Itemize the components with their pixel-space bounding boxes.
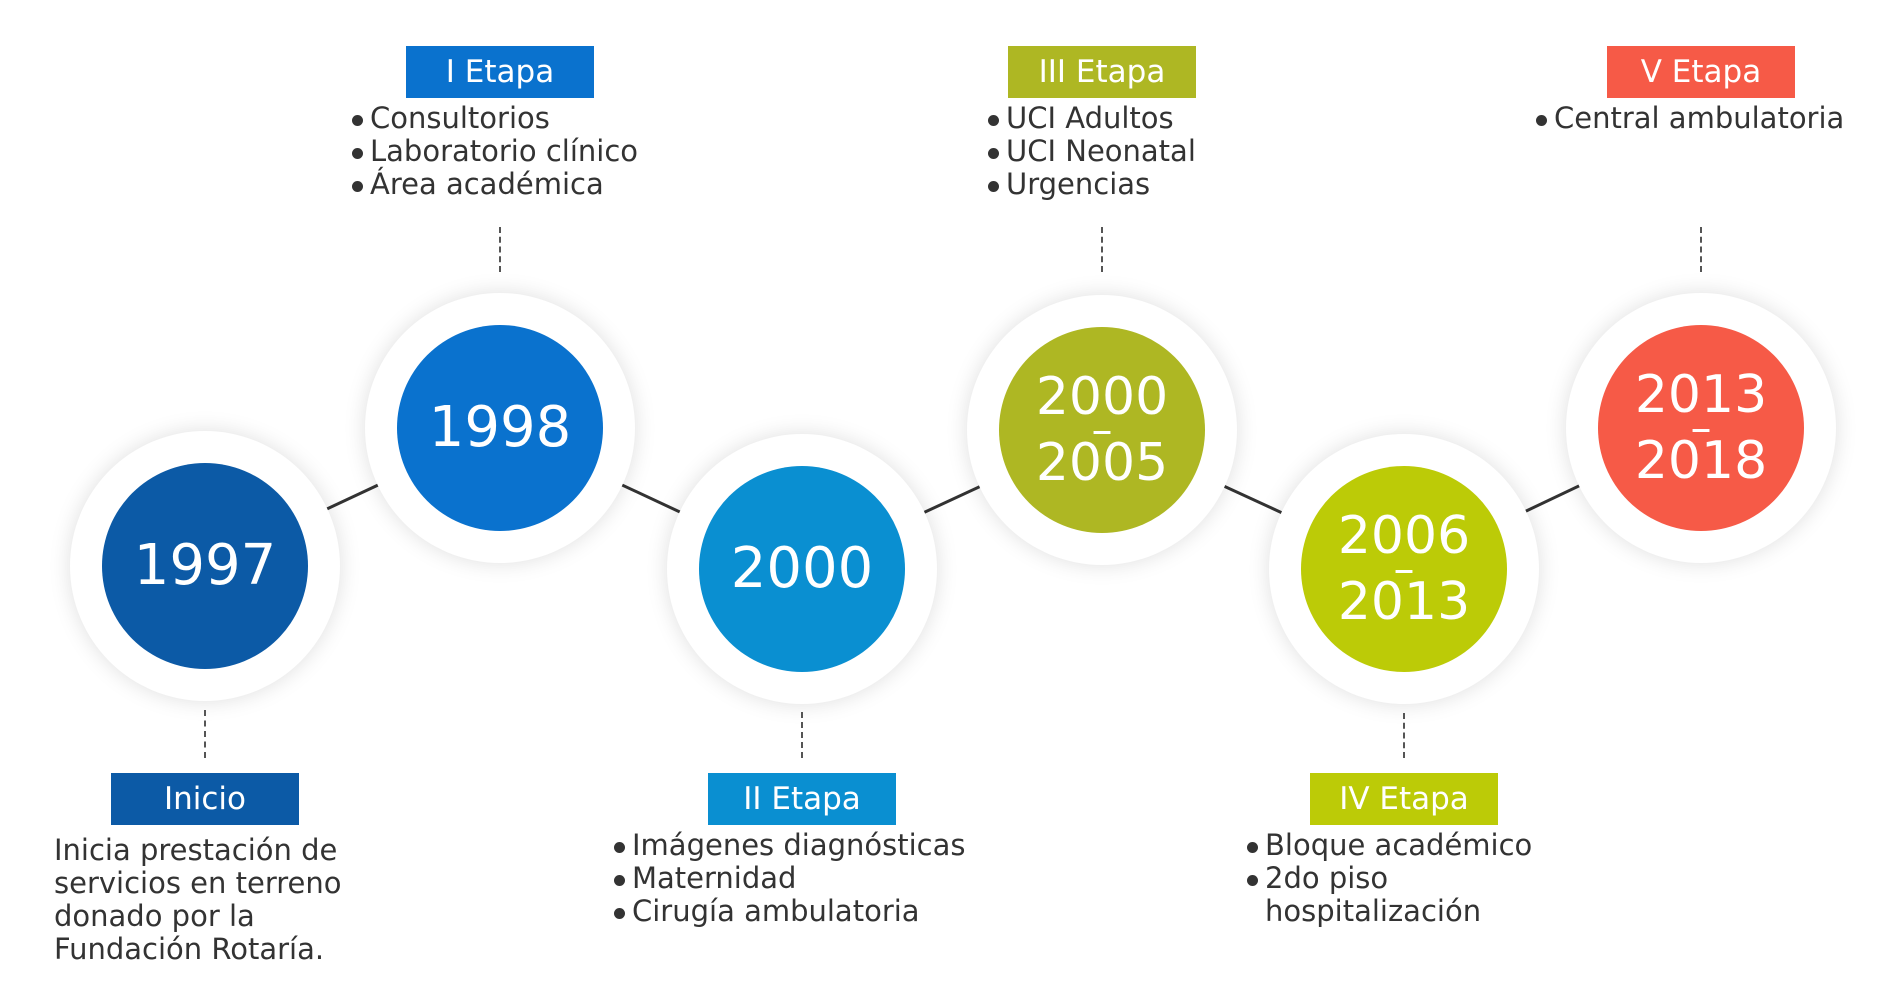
year-range-separator: –: [1393, 544, 1415, 594]
description-line: servicios en terreno: [54, 866, 342, 900]
stage-items-list: Central ambulatoria: [1536, 102, 1844, 135]
dashed-connector: [1700, 227, 1702, 272]
list-item: Laboratorio clínico: [352, 135, 638, 168]
stage-label-etapa-5: V Etapa: [1607, 46, 1795, 98]
description-line: Inicia prestación de: [54, 833, 338, 867]
year-start-text: 2006: [1337, 505, 1471, 566]
dashed-connector: [204, 710, 206, 758]
year-end-text: 2018: [1634, 430, 1768, 491]
year-circle-etapa-1: 1998: [397, 325, 603, 531]
year-text: 2000: [730, 536, 874, 601]
year-circle-etapa-3: 2000–2005: [999, 327, 1205, 533]
list-item: Consultorios: [352, 102, 638, 135]
year-start-text: 2000: [1035, 366, 1169, 427]
stage-label-etapa-1: I Etapa: [406, 46, 594, 98]
list-item: Imágenes diagnósticas: [614, 829, 966, 862]
year-text: 1998: [428, 395, 572, 460]
dashed-connector: [1403, 713, 1405, 758]
description-line: Fundación Rotaría.: [54, 932, 325, 966]
dashed-connector: [499, 227, 501, 272]
list-item: 2do piso hospitalización: [1247, 862, 1515, 928]
year-start-text: 2013: [1634, 364, 1768, 425]
list-item: Bloque académico: [1247, 829, 1532, 862]
stage-label-inicio: Inicio: [111, 773, 299, 825]
year-circle-etapa-4: 2006–2013: [1301, 466, 1507, 672]
year-range: 2000–2005: [1035, 366, 1169, 493]
stage-label-etapa-3: III Etapa: [1008, 46, 1196, 98]
year-circle-etapa-5: 2013–2018: [1598, 325, 1804, 531]
list-item: Cirugía ambulatoria: [614, 895, 966, 928]
list-item: Área académica: [352, 168, 638, 201]
list-item: Maternidad: [614, 862, 966, 895]
list-item: Central ambulatoria: [1536, 102, 1844, 135]
list-item: UCI Adultos: [988, 102, 1196, 135]
year-range: 2006–2013: [1337, 505, 1471, 632]
year-end-text: 2005: [1035, 432, 1169, 493]
year-circle-etapa-2: 2000: [699, 466, 905, 672]
list-item: UCI Neonatal: [988, 135, 1196, 168]
year-range: 2013–2018: [1634, 364, 1768, 491]
dashed-connector: [1101, 227, 1103, 272]
year-range-separator: –: [1690, 403, 1712, 453]
year-range-separator: –: [1091, 405, 1113, 455]
year-end-text: 2013: [1337, 571, 1471, 632]
stage-label-etapa-4: IV Etapa: [1310, 773, 1498, 825]
description-line: donado por la: [54, 899, 255, 933]
year-text: 1997: [133, 533, 277, 598]
stage-label-etapa-2: II Etapa: [708, 773, 896, 825]
dashed-connector: [801, 712, 803, 758]
year-circle-inicio: 1997: [102, 463, 308, 669]
list-item: Urgencias: [988, 168, 1196, 201]
